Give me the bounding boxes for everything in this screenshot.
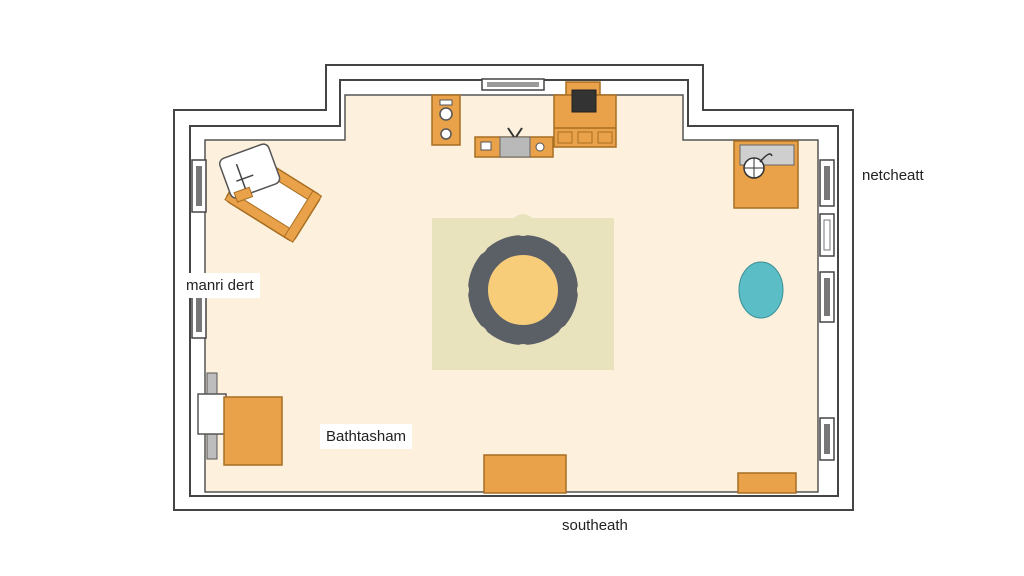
tv-stand-icon xyxy=(474,127,554,158)
bottom-cabinet xyxy=(483,454,567,494)
stove-icon xyxy=(431,94,461,146)
room-label-interior: Bathtasham xyxy=(320,424,413,449)
room-label-south: southeath xyxy=(556,513,634,538)
sink-icon xyxy=(733,140,799,209)
bed-icon xyxy=(197,372,283,466)
room-label-west: manri dert xyxy=(180,273,260,298)
corner-cabinet xyxy=(737,472,797,494)
round-rug xyxy=(738,261,784,319)
dining-table-icon xyxy=(447,214,599,366)
armchair-icon xyxy=(218,143,281,203)
window-icon xyxy=(819,159,835,461)
room-label-east: netcheatt xyxy=(856,163,930,188)
kitchen-unit-icon xyxy=(553,81,617,148)
